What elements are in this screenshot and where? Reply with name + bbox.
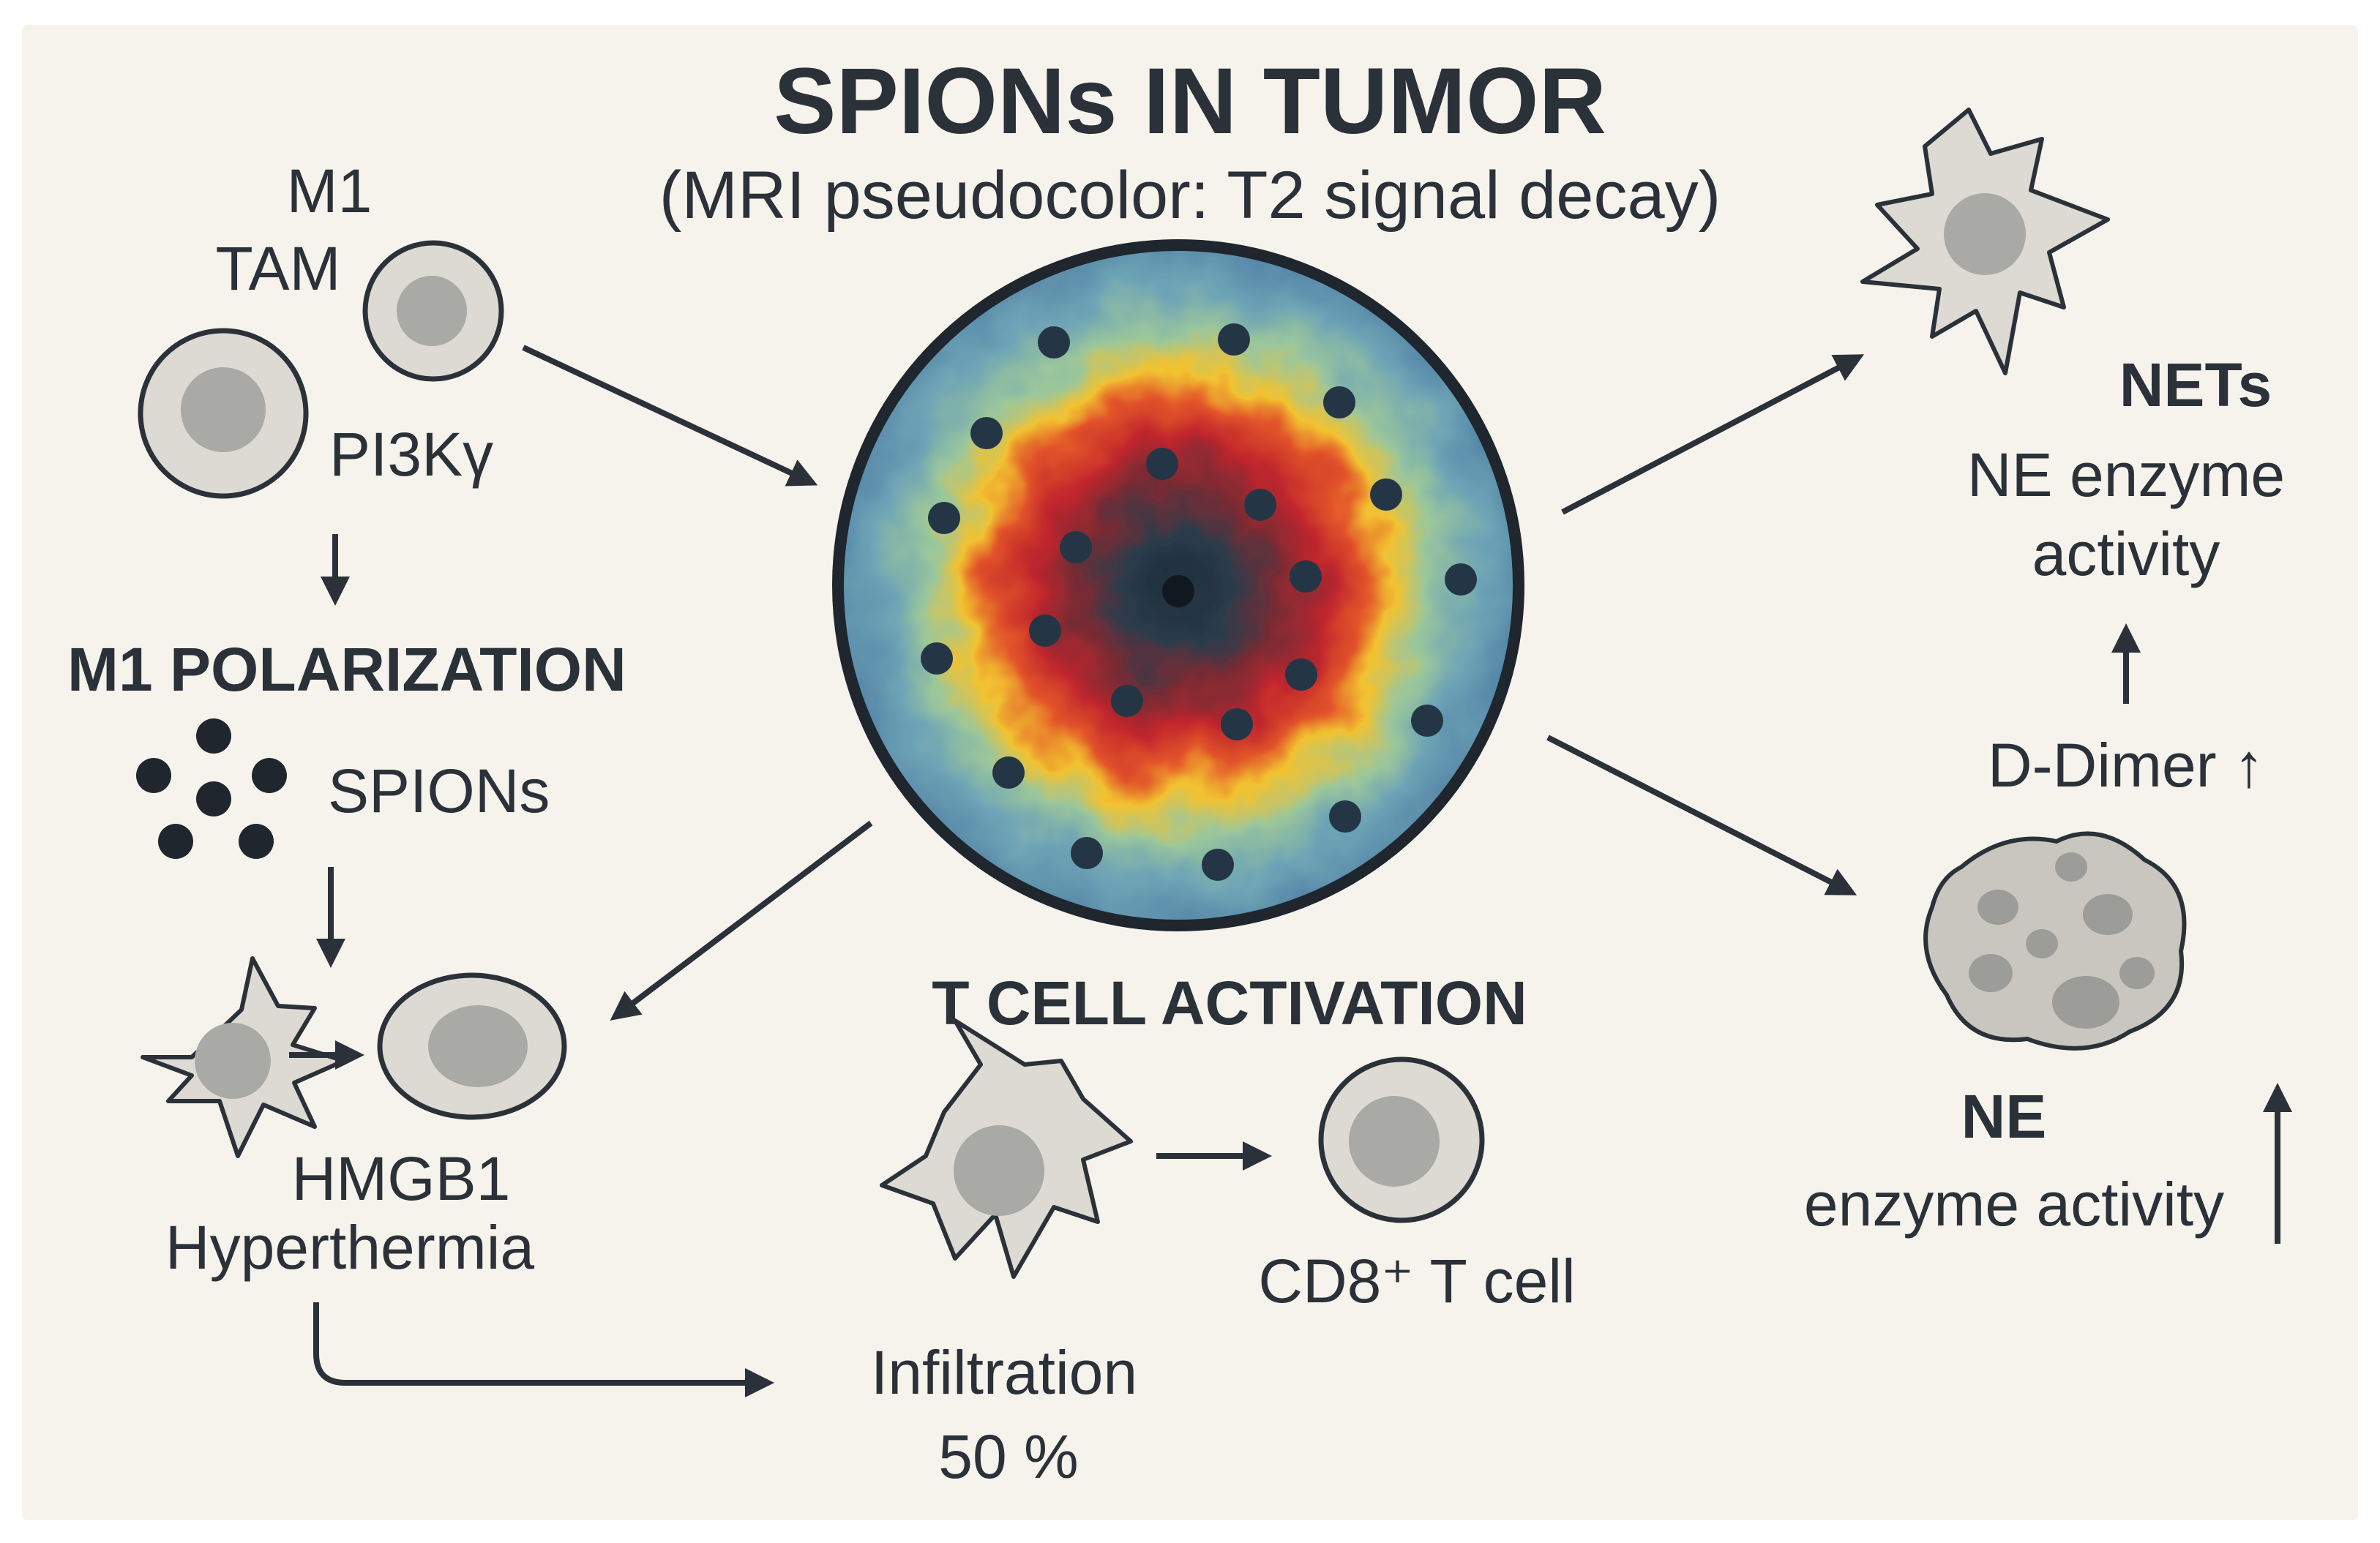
m1-polarization-label: M1 POLARIZATION xyxy=(67,635,626,704)
m1-cell-bottom-left xyxy=(377,972,567,1120)
arrow-tam-to-tumor xyxy=(522,345,818,487)
dendritic-cell-left xyxy=(141,956,346,1158)
title: SPIONs IN TUMOR xyxy=(774,49,1606,154)
arrow-tumor-to-left-cells xyxy=(610,820,873,1021)
cd8-label: CD8⁺ T cell xyxy=(1258,1247,1575,1315)
neutrophil-ne-cell xyxy=(1923,831,2187,1051)
dendritic-cell-center xyxy=(880,1018,1133,1279)
nets-ne-enzyme-line2: activity xyxy=(2032,519,2220,588)
nets-label: NETs xyxy=(2119,350,2272,419)
ne-enzyme-activity-label: enzyme activity xyxy=(1804,1170,2224,1239)
nets-ne-enzyme-line1: NE enzyme xyxy=(1967,440,2285,509)
ne-label: NE xyxy=(1961,1082,2047,1151)
spion-particles-icon xyxy=(136,718,287,859)
neutrophil-nets-cell xyxy=(1860,108,2110,375)
hmgb1-label: HMGB1 xyxy=(292,1144,511,1213)
subtitle: (MRI pseudocolor: T2 signal decay) xyxy=(659,158,1721,233)
m1-tam-cell-small xyxy=(362,240,504,382)
spions-label: SPIONs xyxy=(328,757,550,825)
arrow-tumor-to-ne xyxy=(1546,735,1857,896)
ddimer-label: D-Dimer ↑ xyxy=(1988,731,2264,800)
arrow-tumor-to-nets xyxy=(1561,354,1865,515)
m1-tam-cell-large xyxy=(138,328,309,499)
tumor-spion-dots xyxy=(921,323,1477,881)
pi3k-label: PI3Kγ xyxy=(329,420,493,489)
m1-label: M1 xyxy=(287,157,373,225)
hyperthermia-label: Hyperthermia xyxy=(165,1213,534,1282)
arrow-hyperthermia-to-infiltration xyxy=(313,1302,774,1397)
t-cell-activation-label: T CELL ACTIVATION xyxy=(932,969,1527,1037)
cd8-t-cell xyxy=(1318,1056,1485,1223)
tam-label: TAM xyxy=(215,234,340,303)
infiltration-label: Infiltration xyxy=(871,1338,1137,1407)
infiltration-value: 50 % xyxy=(938,1422,1078,1491)
